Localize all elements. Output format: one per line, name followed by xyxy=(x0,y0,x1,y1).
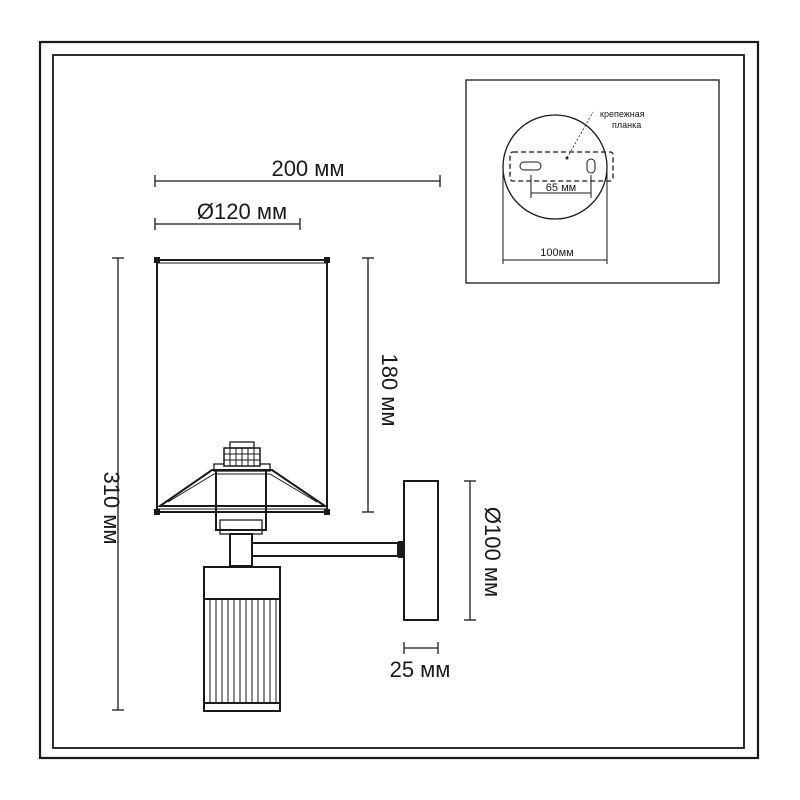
lampshade xyxy=(156,259,328,513)
stem xyxy=(229,533,253,567)
lamp-drawing xyxy=(154,257,439,712)
round-hole xyxy=(586,158,596,174)
dim-width-total: 200 мм xyxy=(154,156,441,187)
dim-shade-height: 180 мм xyxy=(362,257,402,513)
shade-height-label: 180 мм xyxy=(377,353,402,426)
fluted-body xyxy=(203,566,281,712)
socket-neck xyxy=(215,471,267,531)
mounting-plate xyxy=(509,151,614,182)
dim-shade-diameter: Ø120 мм xyxy=(154,199,301,230)
dim-total-height: 310 мм xyxy=(99,257,124,711)
plate-leader-line xyxy=(566,111,594,159)
shade-diameter-label: Ø120 мм xyxy=(197,199,287,224)
inset-frame xyxy=(465,79,720,284)
base-depth-label: 25 мм xyxy=(390,657,451,682)
shade-holder xyxy=(156,463,329,507)
inner-frame xyxy=(52,54,745,749)
hole-spacing-label: 65 мм xyxy=(546,182,576,194)
base-plate-circle xyxy=(502,114,608,220)
slot-hole xyxy=(519,161,542,171)
bulb-socket xyxy=(223,441,261,467)
wall-arm xyxy=(251,541,404,558)
inset-panel: крепежная планка 65 мм 100мм xyxy=(465,79,720,284)
dim-base-diameter: Ø100 мм xyxy=(464,480,505,621)
width-total-label: 200 мм xyxy=(271,156,344,181)
base-diameter-label: Ø100 мм xyxy=(480,507,505,597)
outer-frame xyxy=(38,40,760,760)
dim-base-depth: 25 мм xyxy=(390,642,451,682)
total-height-label: 310 мм xyxy=(99,471,124,544)
plate-label-line1: крепежная xyxy=(600,109,645,119)
plate-label-line2: планка xyxy=(612,120,641,130)
wall-plate xyxy=(403,480,439,621)
base-width-label: 100мм xyxy=(540,247,573,259)
